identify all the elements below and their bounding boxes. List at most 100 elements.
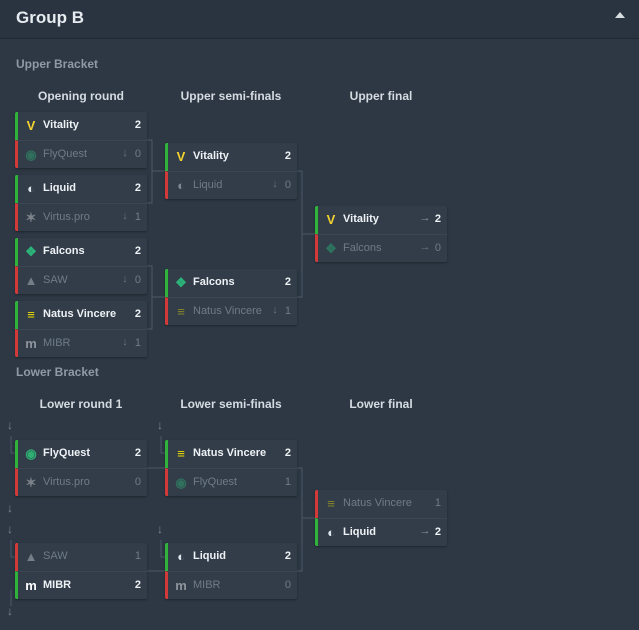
- liquid-logo-icon: ◐: [27, 181, 35, 196]
- round-title-lower-final: Lower final: [349, 397, 413, 411]
- team-score: 2: [284, 276, 291, 288]
- mibr-logo-icon: m: [175, 578, 187, 593]
- group-header[interactable]: Group B: [0, 0, 639, 39]
- team-score: 0: [284, 579, 291, 591]
- navi-logo-icon: ≡: [177, 446, 185, 461]
- team-row[interactable]: ✶Virtus.pro↓1: [15, 203, 147, 231]
- collapse-caret-icon[interactable]: [615, 12, 625, 18]
- team-score: 2: [134, 579, 141, 591]
- team-row[interactable]: ❖Falcons→0: [315, 234, 447, 262]
- team-row[interactable]: ◐Liquid→2: [315, 518, 447, 546]
- team-name: FlyQuest: [193, 476, 238, 488]
- team-name: Liquid: [43, 182, 76, 194]
- team-name: MIBR: [43, 579, 72, 591]
- arrow-down-icon: ↓: [122, 273, 128, 285]
- team-score: 2: [434, 213, 441, 225]
- team-row[interactable]: ◉ FlyQuest 2: [15, 440, 147, 468]
- team-row[interactable]: ◉FlyQuest↓0: [15, 140, 147, 168]
- match-card-lb-r1-2[interactable]: ▲ SAW 1 m MIBR 2: [15, 543, 147, 599]
- drop-down-arrow-icon: ↓: [7, 418, 13, 432]
- liquid-logo-icon: ◐: [327, 525, 335, 540]
- team-row[interactable]: m MIBR 0: [165, 571, 297, 599]
- flyquest-logo-icon: ◉: [25, 446, 37, 461]
- team-row[interactable]: ≡ Natus Vincere ↓ 1: [165, 297, 297, 325]
- navi-logo-icon: ≡: [177, 304, 185, 319]
- team-score: 2: [134, 119, 141, 131]
- team-name: SAW: [43, 550, 68, 562]
- arrow-down-icon: ↓: [122, 147, 128, 159]
- team-row[interactable]: ▲SAW↓0: [15, 266, 147, 294]
- team-name: Natus Vincere: [193, 305, 262, 317]
- team-score: 2: [134, 447, 141, 459]
- virtuspro-logo-icon: ✶: [25, 475, 37, 490]
- arrow-down-icon: ↓: [272, 178, 278, 190]
- arrow-down-icon: ↓: [122, 336, 128, 348]
- team-name: MIBR: [43, 337, 71, 349]
- saw-logo-icon: ▲: [24, 549, 38, 564]
- team-name: Natus Vincere: [43, 308, 117, 320]
- team-name: FlyQuest: [43, 447, 91, 459]
- round-title-upper-final: Upper final: [349, 89, 413, 103]
- vitality-logo-icon: V: [176, 149, 186, 164]
- drop-down-arrow-icon: ↓: [7, 604, 13, 618]
- mibr-logo-icon: m: [25, 578, 37, 593]
- team-row[interactable]: m MIBR 2: [15, 571, 147, 599]
- team-score: 1: [284, 305, 291, 317]
- team-name: Vitality: [43, 119, 79, 131]
- team-score: 0: [134, 476, 141, 488]
- team-score: 2: [284, 550, 291, 562]
- falcons-logo-icon: ❖: [325, 241, 337, 256]
- team-score: 2: [134, 245, 141, 257]
- team-name: Falcons: [343, 242, 382, 254]
- team-score: 1: [284, 476, 291, 488]
- team-name: Falcons: [43, 245, 85, 257]
- arrow-down-icon: ↓: [122, 210, 128, 222]
- team-score: 0: [284, 179, 291, 191]
- team-name: SAW: [43, 274, 68, 286]
- team-name: Vitality: [343, 213, 379, 225]
- navi-logo-icon: ≡: [327, 496, 335, 511]
- team-name: Natus Vincere: [343, 497, 412, 509]
- drop-down-arrow-icon: ↓: [7, 522, 13, 536]
- lower-bracket-label: Lower Bracket: [16, 365, 99, 379]
- round-title-lower-semis: Lower semi-finals: [180, 397, 282, 411]
- upper-bracket-label: Upper Bracket: [16, 57, 99, 71]
- round-title-lower-r1: Lower round 1: [39, 397, 123, 411]
- team-name: Falcons: [193, 276, 235, 288]
- team-name: Vitality: [193, 150, 229, 162]
- team-score: 1: [134, 550, 141, 562]
- team-score: 1: [134, 211, 141, 223]
- team-name: Virtus.pro: [43, 476, 90, 488]
- match-card-lb-r1-1[interactable]: ◉ FlyQuest 2 ✶ Virtus.pro 0: [15, 440, 147, 496]
- team-row[interactable]: ▲ SAW 1: [15, 543, 147, 571]
- team-row[interactable]: ◐Liquid↓0: [165, 171, 297, 199]
- team-row[interactable]: ✶ Virtus.pro 0: [15, 468, 147, 496]
- team-name: MIBR: [193, 579, 221, 591]
- team-name: Virtus.pro: [43, 211, 90, 223]
- arrow-down-icon: ↓: [272, 304, 278, 316]
- round-title-opening: Opening round: [38, 89, 124, 103]
